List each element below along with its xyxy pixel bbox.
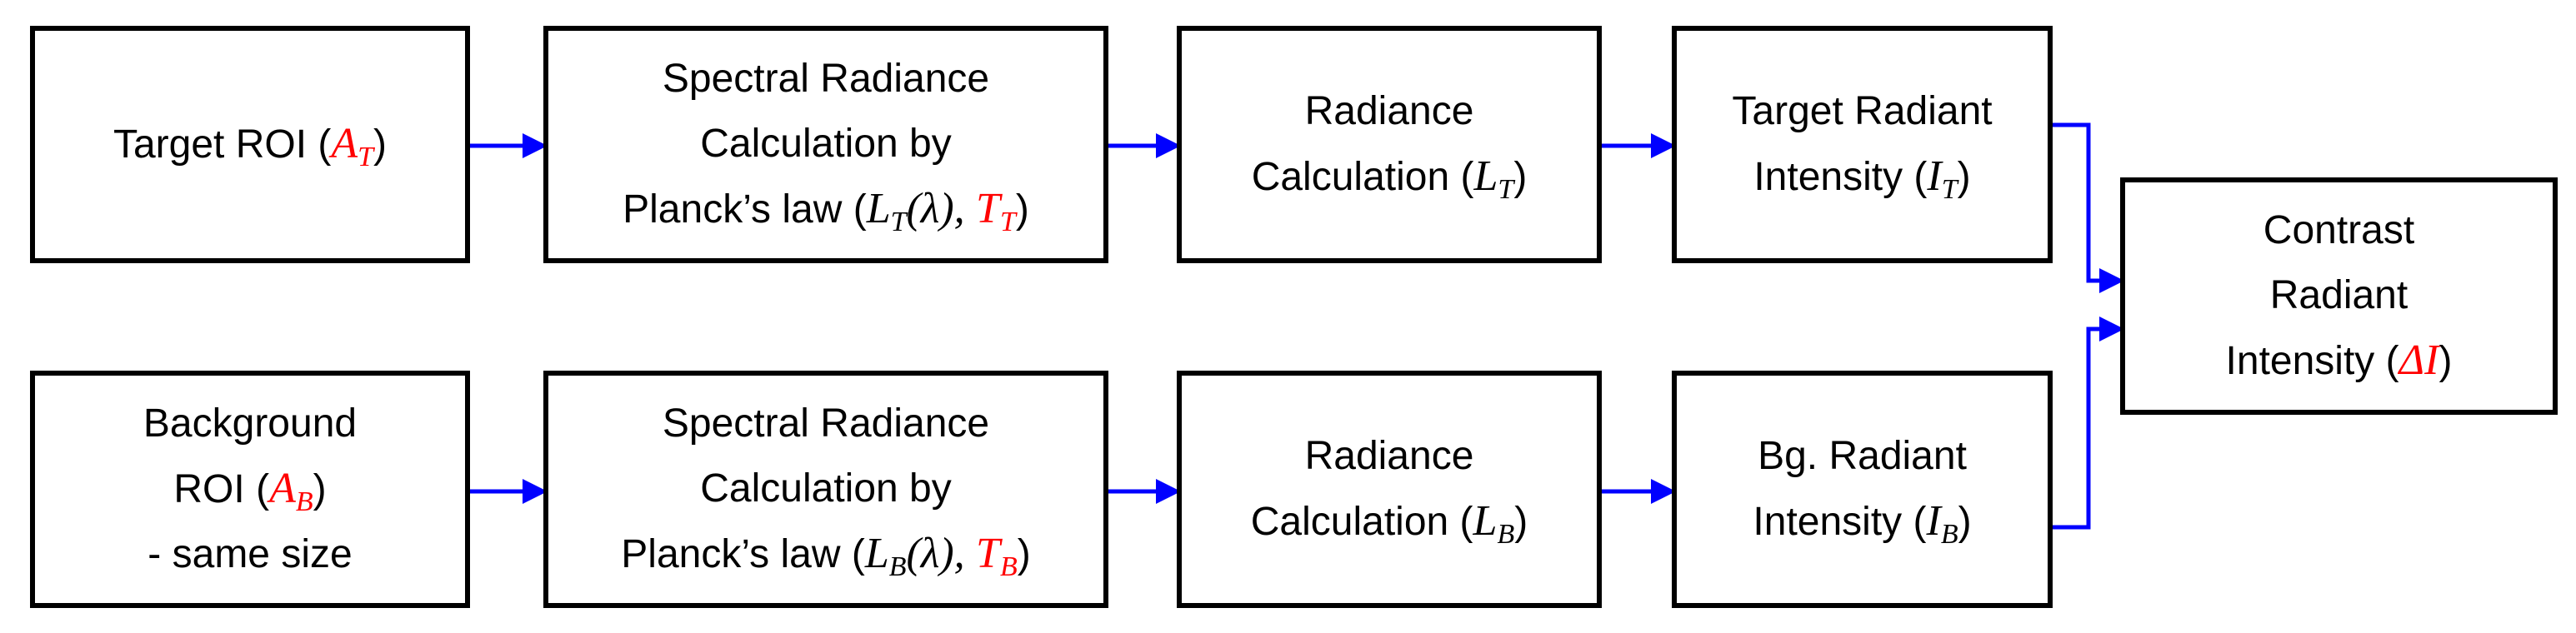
target-spectral-line2: Calculation by [700, 122, 952, 166]
background-radiance-line2: Calculation (LB) [1250, 497, 1528, 550]
background-roi-box: Background ROI (AB) - same size [30, 371, 470, 608]
target-radiance-symbol: LT [1473, 152, 1514, 205]
background-spectral-function: LB(λ), [864, 530, 965, 582]
background-radiance-line1: Radiance [1304, 434, 1474, 478]
target-temperature-symbol: TT [976, 185, 1016, 237]
target-spectral-line3: Planck’s law (LT(λ), TT) [623, 185, 1029, 237]
contrast-line1: Contrast [2263, 208, 2415, 252]
arrow-target-intensity-to-contrast [2053, 122, 2124, 293]
background-roi-line1: Background [143, 401, 358, 446]
target-roi-box: Target ROI (AT) [30, 26, 470, 263]
target-intensity-symbol: IT [1927, 152, 1958, 205]
target-intensity-line1: Target Radiant [1732, 89, 1993, 133]
contrast-line3: Intensity (ΔI) [2225, 336, 2453, 384]
target-spectral-line1: Spectral Radiance [662, 57, 990, 101]
target-intensity-line2: Intensity (IT) [1753, 152, 1971, 205]
target-roi-label: Target ROI [113, 122, 308, 167]
background-spectral-line1: Spectral Radiance [662, 401, 990, 446]
background-radiance-symbol: LB [1473, 497, 1515, 550]
background-spectral-radiance-box: Spectral Radiance Calculation by Planck’… [543, 371, 1108, 608]
background-intensity-box: Bg. Radiant Intensity (IB) [1672, 371, 2053, 608]
background-roi-line3: - same size [148, 532, 353, 576]
contrast-intensity-box: Contrast Radiant Intensity (ΔI) [2120, 177, 2558, 415]
background-intensity-line1: Bg. Radiant [1758, 434, 1967, 478]
background-intensity-symbol: IB [1926, 497, 1958, 550]
arrow-bg-intensity-to-contrast [2053, 316, 2124, 530]
target-roi-area-symbol: AT [331, 120, 374, 172]
background-roi-line2: ROI (AB) [173, 465, 327, 517]
target-radiance-box: Radiance Calculation (LT) [1177, 26, 1602, 263]
target-radiance-line2: Calculation (LT) [1251, 152, 1528, 205]
background-temperature-symbol: TB [976, 530, 1018, 582]
background-radiance-box: Radiance Calculation (LB) [1177, 371, 1602, 608]
target-radiance-line1: Radiance [1304, 89, 1474, 133]
contrast-delta-symbol: ΔI [2398, 336, 2439, 384]
target-intensity-box: Target Radiant Intensity (IT) [1672, 26, 2053, 263]
contrast-line2: Radiant [2269, 273, 2408, 317]
background-roi-area-symbol: AB [269, 465, 313, 517]
background-spectral-line2: Calculation by [700, 466, 952, 511]
background-intensity-line2: Intensity (IB) [1753, 497, 1972, 550]
background-spectral-line3: Planck’s law (LB(λ), TB) [621, 530, 1031, 582]
target-spectral-radiance-box: Spectral Radiance Calculation by Planck’… [543, 26, 1108, 263]
target-spectral-function: LT(λ), [866, 185, 965, 237]
